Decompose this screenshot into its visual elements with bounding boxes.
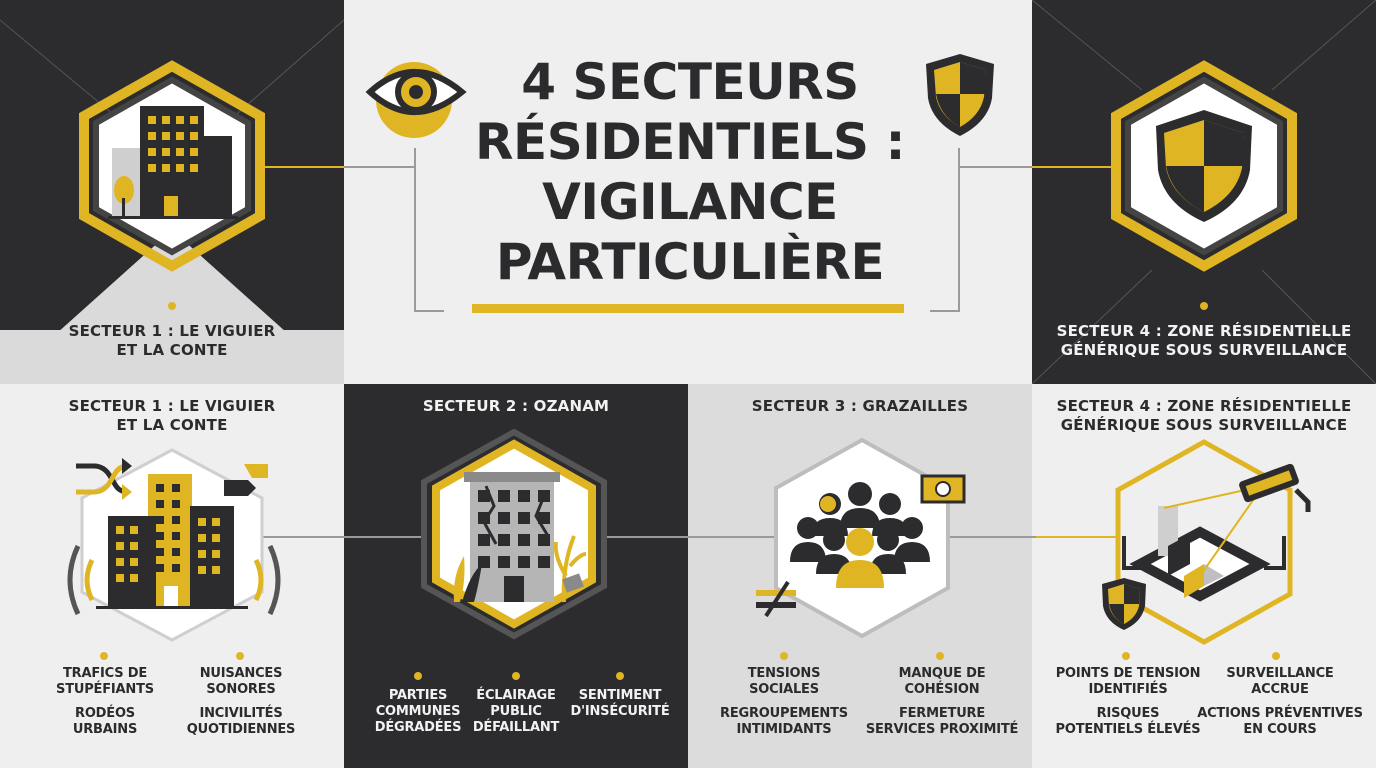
frame-left-vertical [414,148,416,312]
sector-3-dot-2 [936,652,944,660]
top-center-panel [344,0,1032,384]
frame-right-bottom [930,310,960,312]
sector-2-title: SECTEUR 2 : OZANAM [422,397,610,415]
sector-connector-3 [946,536,1036,538]
sector-2-dot-1 [414,672,422,680]
sector-4-point-4: ACTIONS PRÉVENTIVES EN COURS [1197,706,1363,737]
connector-top-left [262,166,344,168]
top-right-label: SECTEUR 4 : ZONE RÉSIDENTIELLE GÉNÉRIQUE… [1056,322,1352,359]
sector-1-point-1: TRAFICS DE STUPÉFIANTS [56,666,154,697]
building-icon [80,448,264,642]
sector-4-point-1: POINTS DE TENSION IDENTIFIÉS [1055,666,1201,697]
page-title: 4 SECTEURS RÉSIDENTIELS : VIGILANCE PART… [475,53,905,291]
sector-3-title: SECTEUR 3 : GRAZAILLES [751,397,969,415]
sector-3-dot-1 [780,652,788,660]
shield-icon [926,54,994,136]
money-icon [920,474,966,504]
camera-icon [1115,439,1311,645]
sector-2-point-1: PARTIES COMMUNES DÉGRADÉES [374,688,462,735]
eye-icon [365,62,467,138]
sector-3-point-3: REGROUPEMENTS INTIMIDANTS [720,706,848,737]
sector-4-dot-2 [1272,652,1280,660]
frame-left-bottom [414,310,444,312]
shuffle-icon [76,458,132,500]
shield-icon [1111,60,1297,272]
connector-top-right [1032,166,1112,168]
title-underline [472,304,904,313]
sector-3-point-4: FERMETURE SERVICES PROXIMITÉ [865,706,1019,737]
top-right-decor [1032,0,1376,384]
sector-connector-4 [1036,536,1116,538]
sector-connector-1 [262,536,422,538]
sector-3-point-2: MANQUE DE COHÉSION [898,666,986,697]
sector-4-dot-1 [1122,652,1130,660]
sector-2-point-3: SENTIMENT D'INSÉCURITÉ [570,688,670,719]
frame-right-vertical [958,148,960,312]
sector-connector-2 [606,536,776,538]
not-equal-icon [756,580,796,618]
sector-2-point-2: ÉCLAIRAGE PUBLIC DÉFAILLANT [472,688,560,735]
shield-icon [1102,578,1146,630]
sector-2-dot-3 [616,672,624,680]
sector-3-point-1: TENSIONS SOCIALES [747,666,821,697]
crowd-icon [774,437,950,639]
top-right-dot [1200,302,1208,310]
sector-4-title: SECTEUR 4 : ZONE RÉSIDENTIELLE GÉNÉRIQUE… [1056,397,1352,434]
sound-icon [253,544,281,616]
sector-2-dot-2 [512,672,520,680]
frame-left-horizontal [344,166,416,168]
sector-1-point-3: RODÉOS URBAINS [72,706,138,737]
sound-icon [67,544,95,616]
frame-right-horizontal [960,166,1032,168]
sector-4-point-3: RISQUES POTENTIELS ÉLEVÉS [1055,706,1201,737]
sector-1-point-2: NUISANCES SONORES [199,666,283,697]
sector-1-dot-2 [236,652,244,660]
sector-1-point-4: INCIVILITÉS QUOTIDIENNES [186,706,296,737]
sector-4-point-2: SURVEILLANCE ACCRUE [1226,666,1334,697]
sector-1-dot-1 [100,652,108,660]
arrows-icon [224,464,268,496]
top-left-dot [168,302,176,310]
sector-1-title: SECTEUR 1 : LE VIGUIER ET LA CONTE [68,397,276,434]
building-icon [79,60,265,272]
deteriorated-building-icon [421,428,607,640]
top-left-label: SECTEUR 1 : LE VIGUIER ET LA CONTE [68,322,276,359]
